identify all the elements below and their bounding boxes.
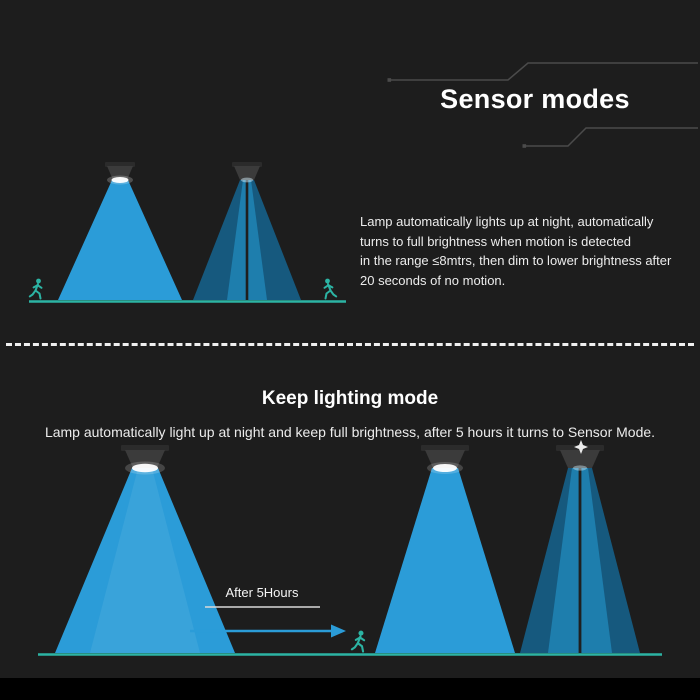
description-line: turns to full brightness when motion is … <box>360 233 631 249</box>
street-lamp-bright-icon <box>55 445 235 653</box>
description-line: in the range ≤8mtrs, then dim to lower b… <box>360 253 672 268</box>
keep-lighting-illustration <box>38 440 662 656</box>
after-5hours-arrow-icon <box>190 624 346 638</box>
description-line: 20 seconds of no motion. <box>360 272 506 288</box>
sensor-mode-description: Lamp automatically lights up at night, a… <box>360 212 671 290</box>
circuit-trace-line <box>526 127 698 147</box>
dashed-divider <box>6 343 694 346</box>
sensor-mode-illustration <box>28 162 346 303</box>
sensor-modes-title: Sensor modes <box>440 84 630 114</box>
running-person-icon <box>28 277 43 300</box>
sparkle-icon <box>574 440 588 454</box>
keep-lighting-description: Lamp automatically light up at night and… <box>44 424 656 440</box>
street-lamp-dim-icon <box>520 440 640 653</box>
keep-lighting-heading: Keep lighting mode <box>261 388 439 409</box>
circuit-trace-node <box>387 78 392 82</box>
street-lamp-bright-icon <box>375 445 515 653</box>
street-lamp-dim-icon <box>193 162 301 300</box>
circuit-trace-decoration <box>387 62 698 148</box>
running-person-icon <box>350 629 366 653</box>
bottom-bar <box>0 678 700 700</box>
circuit-trace-line <box>390 62 698 81</box>
running-person-icon <box>323 277 338 300</box>
after-5hours-label: After 5Hours <box>225 585 299 600</box>
street-lamp-bright-icon <box>58 162 182 300</box>
circuit-trace-node <box>522 144 527 148</box>
description-line: Lamp automatically lights up at night, a… <box>360 214 654 229</box>
